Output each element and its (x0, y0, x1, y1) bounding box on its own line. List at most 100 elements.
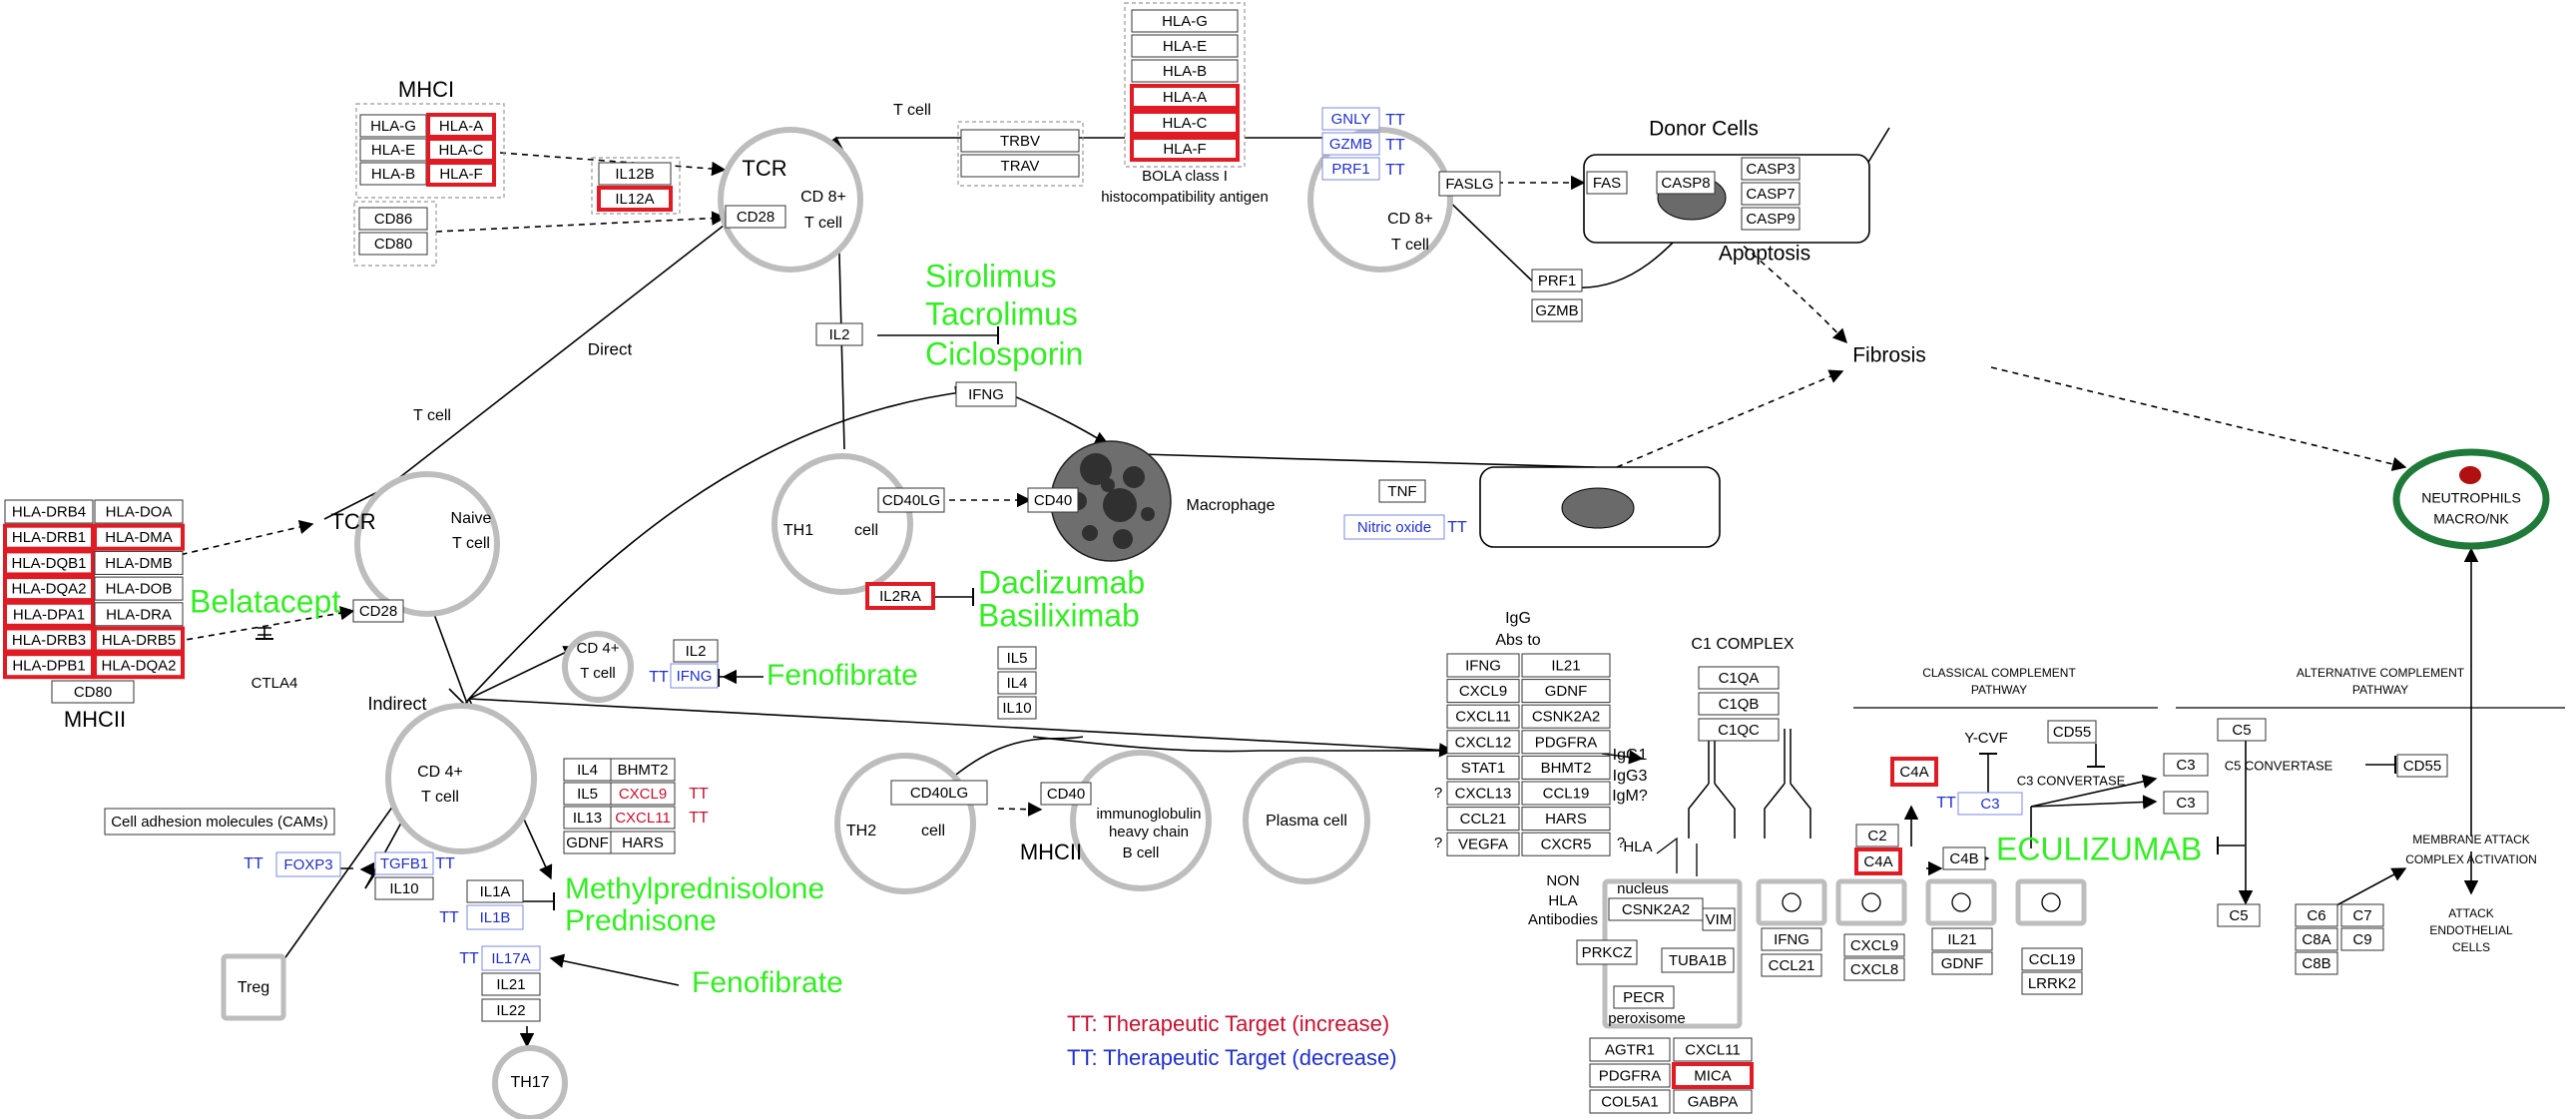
label-tcell-top: T cell (893, 102, 931, 119)
complement-cell-nucleus (1782, 892, 1802, 912)
gene-c4b: C4B (1942, 846, 1986, 870)
gene-ig-stat1: STAT1 (1446, 755, 1520, 780)
label-naive-2: T cell (452, 535, 490, 552)
svg-text:HLA-DOA: HLA-DOA (106, 503, 173, 520)
costim-group (353, 201, 437, 267)
label-tacrolimus: Tacrolimus (925, 295, 1078, 331)
label-attack3: CELLS (2452, 940, 2490, 954)
indirect-to-ifng (468, 385, 970, 700)
svg-text:COL5A1: COL5A1 (1601, 1093, 1659, 1110)
gene-hla-b2: HLA-B (1131, 59, 1239, 83)
gene-col5a1: COL5A1 (1589, 1089, 1671, 1114)
label-th2-2: cell (921, 823, 945, 839)
gene-ig-il21: IL21 (1521, 653, 1611, 678)
macrophage-granule (1113, 529, 1133, 549)
gene-s-cxcl9: CXCL9 (1843, 933, 1905, 957)
gene-tuba1b: TUBA1B (1661, 947, 1735, 973)
svg-text:IL17A: IL17A (491, 950, 530, 967)
edge (364, 872, 376, 889)
gene-ifng2: IFNG (670, 663, 719, 689)
label-methylpred: Methylprednisolone (565, 872, 824, 905)
complement-cell-nucleus (2041, 892, 2061, 912)
label-tt-no: TT (1447, 519, 1467, 536)
gene-il2a: IL2 (815, 322, 863, 346)
label-mhcii-b: MHCII (1020, 839, 1082, 864)
gene-drb4: HLA-DRB4 (4, 499, 94, 524)
label-alternative2: PATHWAY (2352, 683, 2408, 697)
gene-c3c: C3 (2163, 791, 2209, 815)
gene-fas: FAS (1586, 171, 1628, 195)
gene-prf1a: PRF1 (1321, 157, 1380, 181)
gene-gzmb2: GZMB (1531, 298, 1583, 322)
svg-text:CXCL11: CXCL11 (1685, 1041, 1741, 1058)
svg-text:TRBV: TRBV (1000, 133, 1040, 150)
svg-text:C1QB: C1QB (1719, 696, 1760, 713)
svg-text:HLA-DRB1: HLA-DRB1 (12, 529, 86, 546)
hla-class1-group (1124, 2, 1246, 168)
svg-text:IL22: IL22 (496, 1002, 525, 1019)
gene-ig-csnk: CSNK2A2 (1521, 704, 1611, 729)
endothelial-to-fibrosis (1616, 369, 1844, 468)
fenofibrate-to-il17a (549, 953, 680, 986)
indirect-to-igg (468, 698, 1454, 758)
svg-text:C4B: C4B (1949, 850, 1978, 867)
cells-and-groups (221, 2, 2565, 1119)
gene-doa: HLA-DOA (94, 499, 184, 524)
macrophage-granule (1141, 507, 1155, 521)
gene-gdnf1: GDNF (563, 831, 612, 854)
cd8-t-cell-center (718, 127, 863, 273)
igg-to-igg1 (1601, 750, 1644, 765)
gene-c1qb: C1QB (1698, 692, 1780, 716)
svg-text:GDNF: GDNF (1941, 955, 1984, 972)
label-th2-1: TH2 (846, 823, 876, 839)
svg-text:HLA-DQA2: HLA-DQA2 (11, 581, 86, 598)
svg-text:C3: C3 (2176, 795, 2195, 812)
gene-foxp3: FOXP3 (275, 851, 341, 877)
svg-text:IL4: IL4 (1007, 675, 1028, 692)
label-neutro-1: NEUTROPHILS (2421, 490, 2521, 506)
svg-text:FOXP3: FOXP3 (283, 856, 332, 873)
b-cell (1070, 750, 1212, 891)
neutrophils-nucleus (2459, 466, 2481, 484)
gene-trav: TRAV (960, 154, 1080, 178)
label-macrophage: Macrophage (1187, 497, 1276, 514)
svg-text:GNLY: GNLY (1331, 111, 1371, 128)
label-igg: IgG (1505, 610, 1531, 627)
gene-ig-cxcr5: CXCR5 (1521, 832, 1611, 856)
gene-il22: IL22 (481, 998, 541, 1022)
label-tt-cxcl9: TT (689, 786, 709, 803)
gene-cd86: CD86 (358, 207, 428, 231)
label-classical2: PATHWAY (1971, 683, 2027, 697)
label-cd4b-2: T cell (421, 789, 459, 806)
edge-curve (1140, 453, 1596, 468)
svg-text:MICA: MICA (1694, 1067, 1732, 1084)
gene-vim: VIM (1702, 907, 1736, 931)
treg-box (221, 953, 286, 1021)
indirect-to-cd4 (468, 646, 579, 700)
svg-text:HLA-A: HLA-A (1163, 89, 1207, 106)
gene-nitric: Nitric oxide (1343, 514, 1445, 540)
gene-cd55b: CD55 (2396, 754, 2448, 778)
gene-ig-vegfa: VEGFA (1446, 832, 1520, 856)
gene-pecr: PECR (1613, 985, 1675, 1009)
svg-text:HLA-DOB: HLA-DOB (106, 581, 173, 598)
svg-text:PDGFRA: PDGFRA (1535, 734, 1598, 751)
svg-text:HLA-E: HLA-E (371, 142, 415, 159)
gene-il10b: IL10 (374, 876, 434, 900)
label-igg3: IgG3 (1613, 768, 1648, 785)
label-tt-gnly: TT (1385, 112, 1405, 129)
label-peroxisome: peroxisome (1608, 1010, 1686, 1027)
svg-text:IL10: IL10 (389, 880, 418, 897)
gene-drb1: HLA-DRB1 (3, 523, 95, 551)
svg-text:HLA-F: HLA-F (439, 166, 482, 183)
gene-gzmb1: GZMB (1321, 132, 1380, 156)
svg-text:HLA-DPB1: HLA-DPB1 (12, 658, 85, 675)
label-abs-to: Abs to (1495, 632, 1540, 649)
label-legend-inc: TT: Therapeutic Target (increase) (1067, 1011, 1389, 1036)
svg-text:HLA-DMB: HLA-DMB (105, 555, 173, 572)
label-tcr-left: TCR (330, 509, 375, 534)
svg-text:HLA-C: HLA-C (438, 142, 483, 159)
gene-c1qa: C1QA (1698, 666, 1780, 690)
gene-ig-hars: HARS (1521, 807, 1611, 832)
svg-text:CSNK2A2: CSNK2A2 (1622, 901, 1690, 918)
